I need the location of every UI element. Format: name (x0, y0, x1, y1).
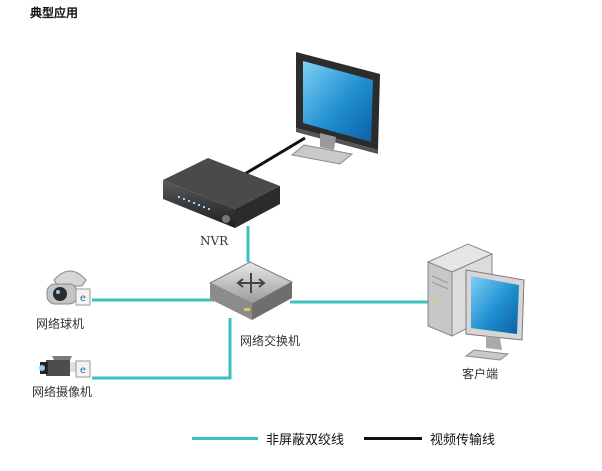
legend-label: 视频传输线 (430, 432, 496, 448)
legend-item-video-line: 视频传输线 (364, 428, 495, 448)
twisted-pair-swatch (192, 436, 258, 440)
video-line-swatch (364, 436, 422, 440)
nvr-label: NVR (200, 234, 229, 248)
line-camera-switch (92, 318, 232, 380)
twisted-pair-lines (92, 226, 428, 380)
legend-label: 非屏蔽双绞线 (266, 432, 345, 448)
svg-text:e: e (80, 365, 86, 376)
nvr-icon (163, 158, 280, 228)
switch-label: 网络交换机 (240, 333, 300, 348)
legend-item-twisted-pair: 非屏蔽双绞线 (192, 428, 344, 448)
client-pc-icon (426, 243, 525, 361)
monitor-icon (290, 52, 380, 165)
box-camera-icon: e (39, 356, 91, 378)
page-title: 典型应用 (30, 6, 79, 20)
camera-label: 网络摄像机 (32, 384, 92, 399)
dome-label: 网络球机 (36, 316, 84, 331)
video-line (237, 136, 306, 180)
dome-camera-icon: e (46, 270, 91, 306)
switch-icon (208, 261, 294, 320)
svg-text:e: e (80, 293, 86, 304)
client-label: 客户端 (462, 366, 498, 381)
